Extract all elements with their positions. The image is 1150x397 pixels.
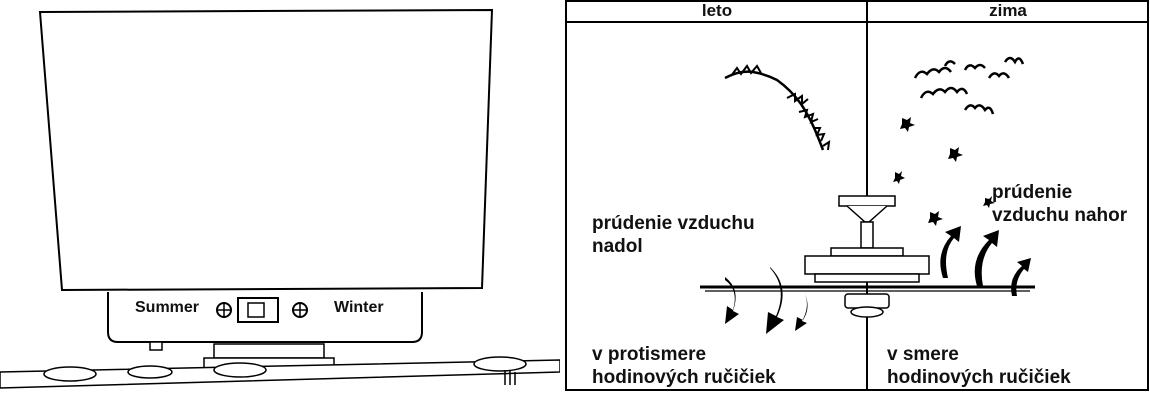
airflow-comparison-figure: leto zima prúdenie vzduchu nadol prúdeni… bbox=[565, 0, 1150, 392]
fan-motor-top bbox=[830, 247, 904, 257]
fan-downrod bbox=[860, 221, 874, 249]
winter-up-arrow bbox=[940, 226, 961, 278]
fan-canopy bbox=[838, 195, 896, 207]
winter-label: Winter bbox=[334, 299, 384, 316]
summer-down-arrow bbox=[766, 267, 784, 334]
winter-up-arrow bbox=[974, 230, 999, 286]
motor-hub bbox=[213, 343, 325, 359]
switch-knob bbox=[247, 302, 265, 318]
housing-top bbox=[38, 8, 494, 292]
summer-airflow-label: prúdenie vzduchu nadol bbox=[592, 213, 755, 257]
fan-housing-figure: Summer Winter bbox=[0, 0, 561, 392]
airflow-drawing bbox=[565, 0, 1149, 391]
summer-label: Summer bbox=[135, 299, 200, 316]
summer-header: leto bbox=[701, 1, 733, 20]
winter-ceiling-scallops bbox=[913, 66, 952, 79]
winter-rotation-label: v smere hodinových ručičiek bbox=[887, 344, 1071, 388]
summer-down-arrow bbox=[795, 294, 808, 331]
fan-motor bbox=[804, 255, 930, 275]
fan-housing-drawing bbox=[0, 8, 561, 389]
winter-up-arrow bbox=[1011, 258, 1031, 296]
summer-rotation-label: v protismere hodinových ručičiek bbox=[592, 344, 776, 388]
winter-header: zima bbox=[989, 1, 1027, 20]
light-kit bbox=[844, 293, 890, 309]
winter-airflow-label: prúdenie vzduchu nahor bbox=[992, 182, 1128, 226]
summer-down-arrow bbox=[725, 277, 739, 324]
